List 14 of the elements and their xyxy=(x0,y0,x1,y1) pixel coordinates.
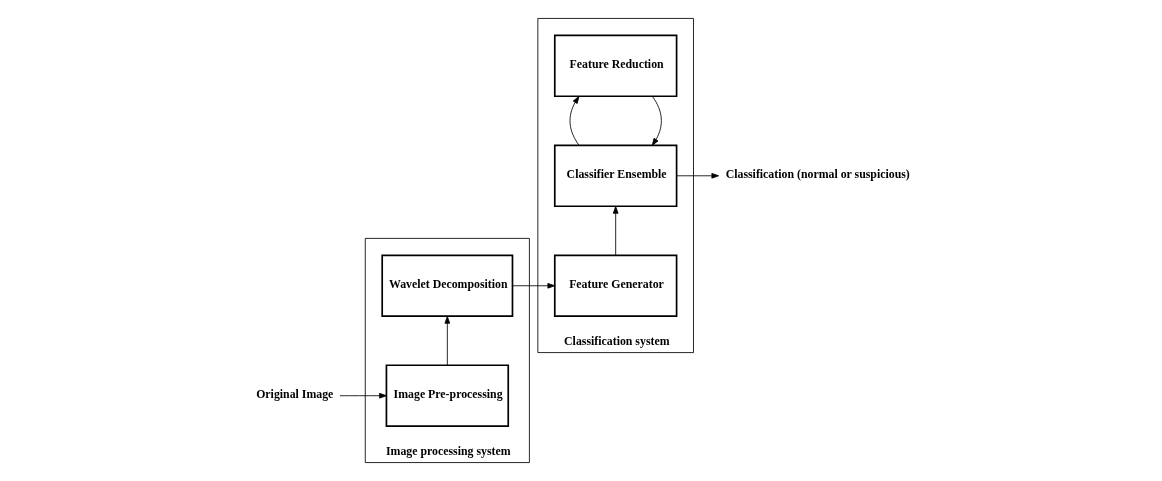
arrow xyxy=(339,392,387,399)
node-box: Image Pre-processing xyxy=(385,364,510,428)
arrow xyxy=(651,96,662,146)
node-box: Feature Generator xyxy=(553,254,678,318)
arrow xyxy=(512,282,556,289)
node-box: Classifier Ensemble xyxy=(553,144,678,208)
arrow xyxy=(676,173,720,179)
node-box: Feature Reduction xyxy=(553,34,678,98)
arrow xyxy=(569,96,580,146)
arrow xyxy=(444,316,451,366)
node-text: Original Image xyxy=(256,387,334,402)
node-text: Classification (normal or suspicious) xyxy=(725,167,910,182)
node-box: Wavelet Decomposition xyxy=(381,254,514,318)
arrow xyxy=(612,206,619,256)
